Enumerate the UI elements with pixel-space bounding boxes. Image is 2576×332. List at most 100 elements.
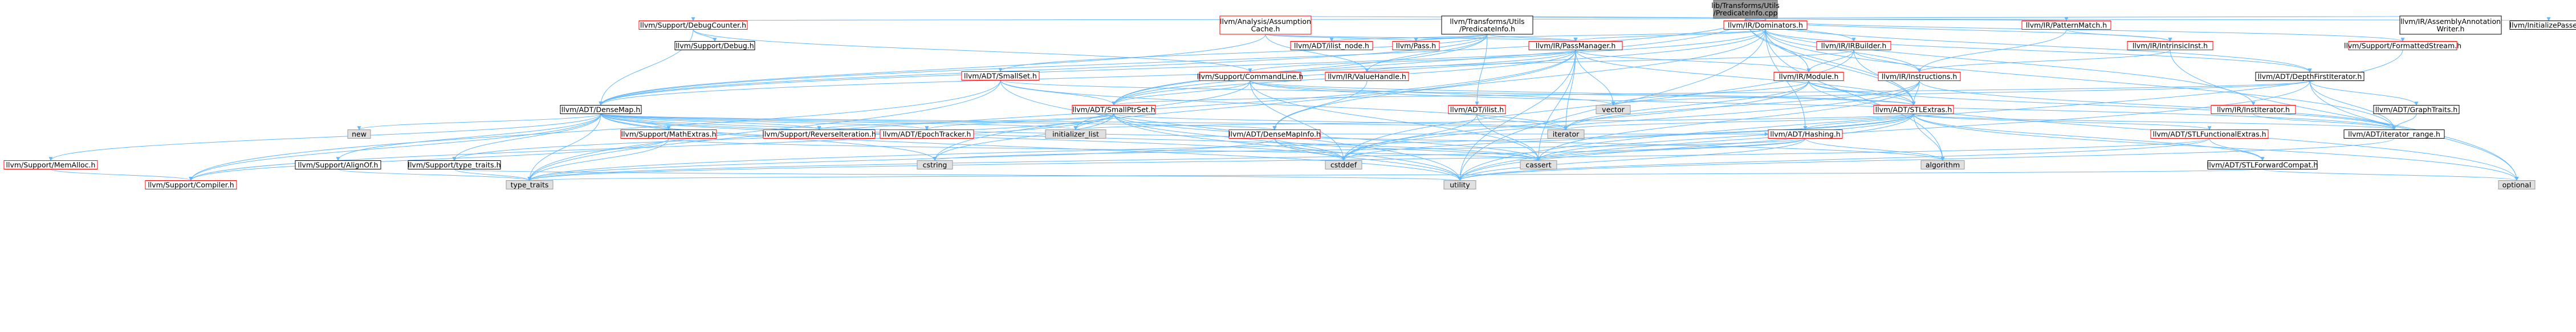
edge-passmanager-to-utility xyxy=(1458,50,1576,181)
node-irbuilder[interactable]: llvm/IR/IRBuilder.h xyxy=(1816,41,1891,50)
node-ilist_node[interactable]: llvm/ADT/ilist_node.h xyxy=(1290,41,1373,50)
node-institerator[interactable]: llvm/IR/InstIterator.h xyxy=(2211,105,2296,114)
node-box-dominators xyxy=(1723,21,1808,30)
node-box-densemap xyxy=(560,105,642,114)
node-label-dominators: llvm/IR/Dominators.h xyxy=(1728,21,1803,30)
edge-smallset-to-smallptrset xyxy=(1000,80,1116,106)
node-box-utility xyxy=(1443,180,1476,189)
node-box-debugcounter xyxy=(638,21,748,30)
edge-intrinsicinst-to-instructions xyxy=(1917,50,2171,73)
edge-densemap-to-compiler xyxy=(189,114,601,181)
node-cstring: cstring xyxy=(917,160,953,169)
edge-root-to-patternmatch xyxy=(1745,17,2068,22)
node-hashing[interactable]: llvm/ADT/Hashing.h xyxy=(1768,129,1843,139)
edge-patternmatch-to-intrinsicinst xyxy=(2066,29,2172,42)
edge-stlextras-to-algorithm xyxy=(1913,114,1945,161)
node-smallptrset[interactable]: llvm/ADT/SmallPtrSet.h xyxy=(1072,105,1156,114)
edge-typetraits_llvm-to-type_traits xyxy=(454,169,532,181)
edge-module-to-cstddef xyxy=(1341,80,1809,161)
edge-stlextras-to-hashing xyxy=(1803,114,1914,131)
node-graphtraits[interactable]: llvm/ADT/GraphTraits.h xyxy=(2373,105,2460,114)
edge-predicateinfo-to-smallptrset xyxy=(1112,34,1488,106)
node-label-densemapinfo: llvm/ADT/DenseMapInfo.h xyxy=(1228,130,1321,139)
node-label-alignof: llvm/Support/AlignOf.h xyxy=(298,161,379,169)
node-intrinsicinst[interactable]: llvm/IR/IntrinsicInst.h xyxy=(2127,41,2213,50)
node-predicateinfo[interactable]: llvm/Transforms/Utils/PredicateInfo.h xyxy=(1441,15,1533,35)
node-label-cstddef: cstddef xyxy=(1330,161,1357,169)
node-box-type_traits xyxy=(506,180,554,189)
edge-mathextras-to-cassert xyxy=(668,138,1540,161)
node-ilist[interactable]: llvm/ADT/ilist.h xyxy=(1448,105,1506,114)
node-box-epochtracker xyxy=(880,129,974,139)
node-stlfunctional[interactable]: llvm/ADT/STLFunctionalExtras.h xyxy=(2150,129,2269,139)
node-initpasses[interactable]: llvm/InitializePasses.h xyxy=(2509,21,2576,30)
node-smallset[interactable]: llvm/ADT/SmallSet.h xyxy=(961,71,1040,80)
node-commandline[interactable]: llvm/Support/CommandLine.h xyxy=(1197,72,1304,81)
node-box-instructions xyxy=(1878,72,1961,81)
node-label-root-line1: /PredicateInfo.cpp xyxy=(1714,9,1778,17)
node-debug[interactable]: llvm/Support/Debug.h xyxy=(674,41,755,50)
edge-depthfirst-to-utility xyxy=(1458,80,2310,181)
node-new: new xyxy=(347,129,371,139)
node-optional: optional xyxy=(2498,180,2536,189)
node-label-valuehandle: llvm/IR/ValueHandle.h xyxy=(1328,72,1406,81)
node-stlforward[interactable]: llvm/ADT/STLForwardCompat.h xyxy=(2207,160,2318,169)
node-passmanager[interactable]: llvm/IR/PassManager.h xyxy=(1528,41,1623,50)
node-box-cassert xyxy=(1520,160,1557,169)
node-iteratorrange[interactable]: llvm/ADT/iterator_range.h xyxy=(2343,129,2445,139)
edge-module-to-stlextras xyxy=(1808,80,1916,106)
edge-stlfunctional-to-utility xyxy=(1458,138,2210,181)
node-typetraits_llvm[interactable]: llvm/Support/type_traits.h xyxy=(408,160,501,169)
node-reverseiter[interactable]: llvm/Support/ReverseIteration.h xyxy=(762,129,876,139)
node-compiler[interactable]: llvm/Support/Compiler.h xyxy=(145,180,237,189)
node-label-module: llvm/IR/Module.h xyxy=(1779,72,1839,81)
node-depthfirst[interactable]: llvm/ADT/DepthFirstIterator.h xyxy=(2255,72,2365,81)
edge-predicateinfo-to-passmanager xyxy=(1487,34,1578,42)
node-densemap[interactable]: llvm/ADT/DenseMap.h xyxy=(560,105,642,114)
edge-predicateinfo-to-valuehandle xyxy=(1365,34,1488,73)
node-mathextras[interactable]: llvm/Support/MathExtras.h xyxy=(620,129,717,139)
node-instructions[interactable]: llvm/IR/Instructions.h xyxy=(1878,72,1961,81)
node-label-ilist_node: llvm/ADT/ilist_node.h xyxy=(1294,42,1369,50)
node-epochtracker[interactable]: llvm/ADT/EpochTracker.h xyxy=(880,129,974,139)
edge-root-to-dominators xyxy=(1745,17,1768,22)
edge-hashing-to-utility xyxy=(1458,138,1806,181)
node-dominators[interactable]: llvm/IR/Dominators.h xyxy=(1723,21,1808,30)
node-box-assumptioncache xyxy=(1219,15,1312,35)
edge-commandline-to-cstddef xyxy=(1250,80,1346,161)
edge-mathextras-to-type_traits xyxy=(527,138,669,181)
edge-root-to-smallptrset xyxy=(1112,18,1746,106)
node-label-epochtracker: llvm/ADT/EpochTracker.h xyxy=(883,130,971,139)
node-debugcounter[interactable]: llvm/Support/DebugCounter.h xyxy=(638,21,748,30)
node-alignof[interactable]: llvm/Support/AlignOf.h xyxy=(295,160,381,169)
node-label-debug: llvm/Support/Debug.h xyxy=(675,42,754,50)
node-label-ilist: llvm/ADT/ilist.h xyxy=(1450,106,1504,114)
node-box-typetraits_llvm xyxy=(408,160,501,169)
node-box-compiler xyxy=(145,180,237,189)
node-label-intrinsicinst: llvm/IR/IntrinsicInst.h xyxy=(2133,42,2208,50)
node-box-stlforward xyxy=(2207,160,2318,169)
node-box-mathextras xyxy=(620,129,717,139)
edge-instructions-to-iteratorrange xyxy=(1919,80,2396,131)
edge-hashing-to-algorithm xyxy=(1805,138,1945,161)
node-label-iterator: iterator xyxy=(1553,130,1580,139)
node-memalloc[interactable]: llvm/Support/MemAlloc.h xyxy=(3,160,98,169)
node-densemapinfo[interactable]: llvm/ADT/DenseMapInfo.h xyxy=(1228,129,1321,139)
node-formattedstream[interactable]: llvm/Support/FormattedStream.h xyxy=(2344,41,2461,50)
edges-layer xyxy=(48,15,2549,181)
node-vector: vector xyxy=(1596,105,1631,114)
node-box-intrinsicinst xyxy=(2127,41,2213,50)
node-label-densemap: llvm/ADT/DenseMap.h xyxy=(561,106,640,114)
node-label-stlfunctional: llvm/ADT/STLFunctionalExtras.h xyxy=(2153,130,2266,139)
node-module[interactable]: llvm/IR/Module.h xyxy=(1773,72,1844,81)
node-label-formattedstream: llvm/Support/FormattedStream.h xyxy=(2344,42,2461,50)
node-valuehandle[interactable]: llvm/IR/ValueHandle.h xyxy=(1325,72,1409,81)
node-label-cassert: cassert xyxy=(1525,161,1551,169)
node-pass[interactable]: llvm/Pass.h xyxy=(1392,41,1440,50)
node-stlextras[interactable]: llvm/ADT/STLExtras.h xyxy=(1873,105,1954,114)
node-patternmatch[interactable]: llvm/IR/PatternMatch.h xyxy=(2021,21,2111,30)
node-root[interactable]: lib/Transforms/Utils/PredicateInfo.cpp xyxy=(1711,0,1780,19)
